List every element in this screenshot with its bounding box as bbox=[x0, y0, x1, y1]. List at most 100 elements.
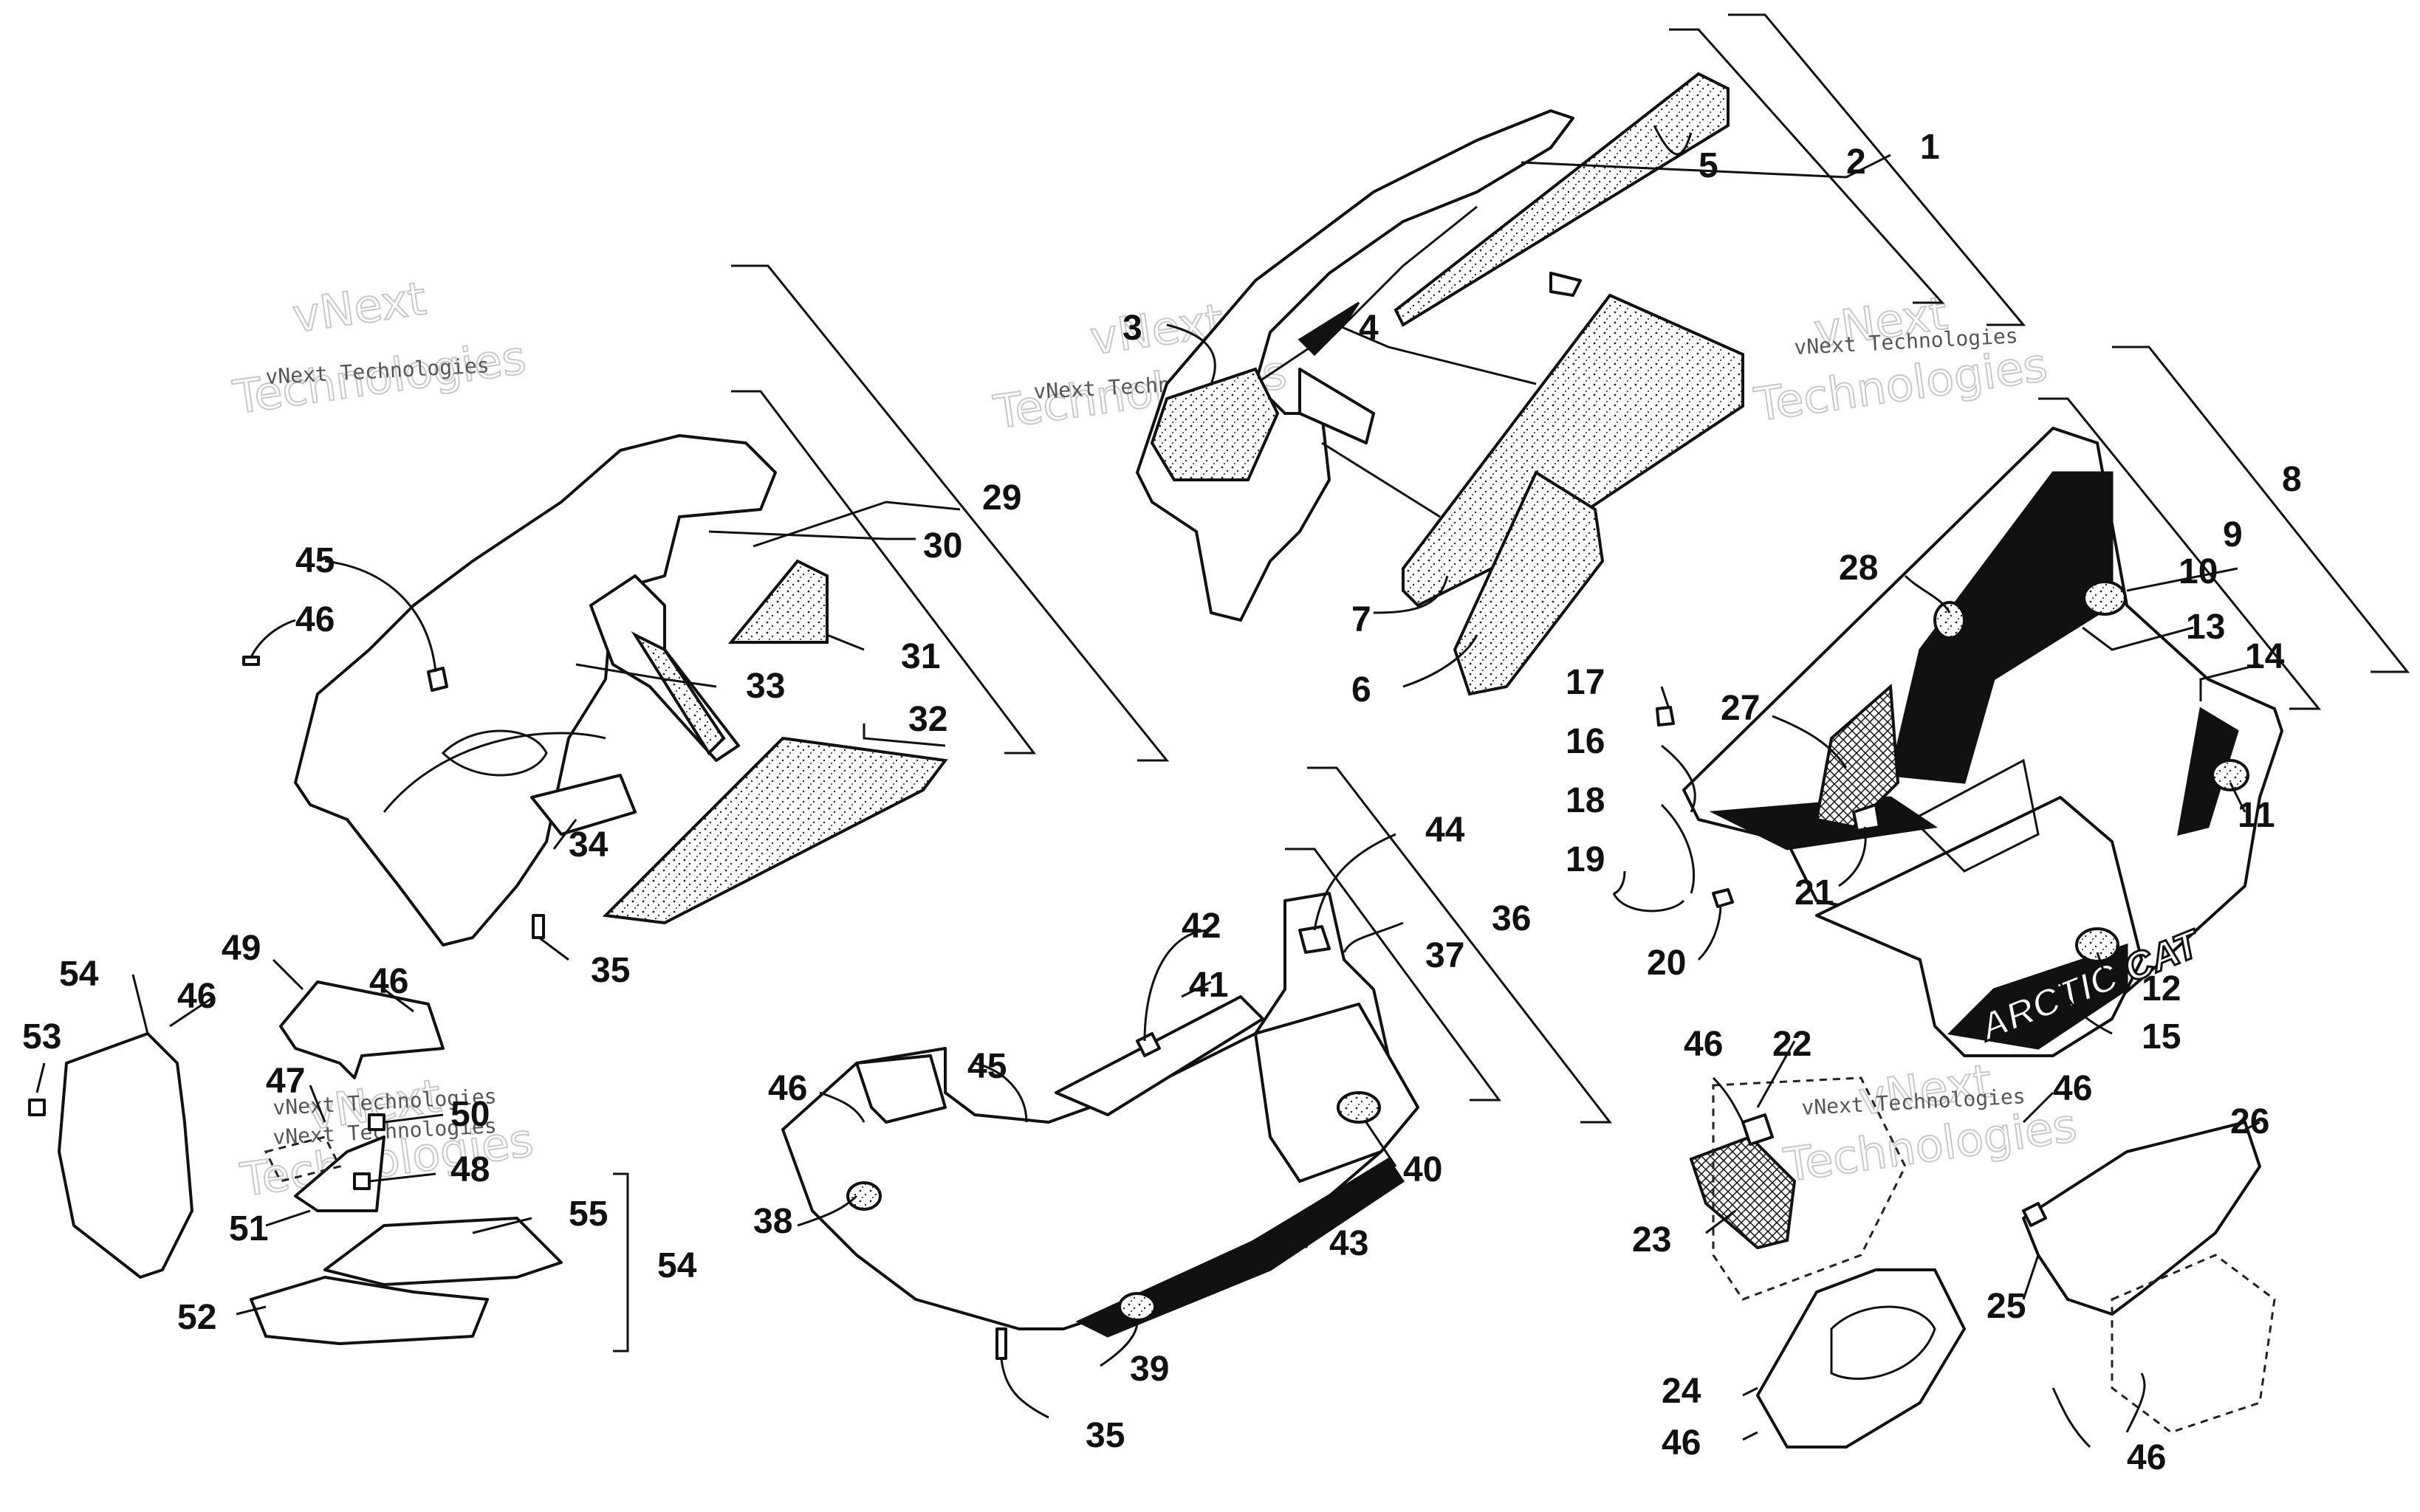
bumper-pad-12 bbox=[2075, 927, 2119, 963]
push-rivet-46 bbox=[242, 656, 260, 666]
callout-labels: 1 2 3 4 5 6 7 8 9 10 11 12 13 14 15 16 1… bbox=[22, 128, 2302, 1477]
clip-21 bbox=[1852, 803, 1881, 832]
callout-7: 7 bbox=[1351, 600, 1371, 639]
callout-35b: 35 bbox=[1086, 1416, 1125, 1455]
belly-pan-assembly bbox=[781, 892, 1419, 1360]
callout-8: 8 bbox=[2282, 460, 2302, 499]
small-brackets-assembly bbox=[28, 980, 563, 1345]
bracket-line-8 bbox=[2112, 346, 2410, 673]
bracket-line-36 bbox=[1307, 766, 1613, 1124]
inner-panel-assembly bbox=[242, 434, 948, 946]
callout-12: 12 bbox=[2142, 969, 2181, 1008]
callout-23: 23 bbox=[1632, 1220, 1671, 1260]
watermark-group-6: vNext Technologies vNext Technologies bbox=[1780, 1053, 2081, 1193]
callout-54-a: 54 bbox=[59, 955, 99, 994]
hood-edge bbox=[1255, 205, 1478, 385]
watermark-group-1: vNext Technologies vNext Technologies bbox=[229, 270, 530, 425]
foam-pad-6 bbox=[1453, 470, 1605, 696]
windshield-tab bbox=[1298, 368, 1375, 444]
callout-9: 9 bbox=[2223, 515, 2243, 554]
assembly-brackets bbox=[613, 13, 2410, 1353]
vent-cover-26 bbox=[2022, 1121, 2261, 1316]
vent-duct-24-inner bbox=[1830, 1305, 1936, 1380]
callout-2: 2 bbox=[1846, 142, 1866, 182]
callout-4: 4 bbox=[1359, 309, 1379, 348]
callout-55: 55 bbox=[569, 1195, 608, 1234]
hood-panel bbox=[1136, 109, 1574, 622]
callout-21: 21 bbox=[1795, 873, 1834, 913]
side-panel-stripe-side bbox=[2177, 707, 2239, 836]
foam-pad-31 bbox=[727, 559, 829, 644]
belly-pan-bracket-42 bbox=[1136, 1032, 1161, 1057]
vent-ghost-housing bbox=[1712, 1076, 1907, 1301]
side-panel bbox=[1682, 427, 2283, 1050]
foam-strip-32 bbox=[602, 736, 948, 925]
vent-assembly bbox=[1689, 1076, 2276, 1449]
callout-24: 24 bbox=[1662, 1372, 1701, 1411]
callout-13: 13 bbox=[2186, 608, 2225, 647]
callout-33: 33 bbox=[746, 667, 785, 706]
bracket-34 bbox=[530, 774, 637, 836]
callout-39: 39 bbox=[1130, 1350, 1169, 1389]
callout-34: 34 bbox=[569, 825, 609, 865]
bracket-line-9 bbox=[2038, 397, 2322, 710]
side-vent-mesh-27 bbox=[1814, 683, 1900, 829]
callout-28: 28 bbox=[1839, 549, 1878, 588]
callout-37: 37 bbox=[1425, 936, 1464, 975]
screw-48 bbox=[353, 1172, 371, 1190]
inner-panel-hole bbox=[441, 729, 548, 777]
leader-lines bbox=[35, 125, 2260, 1449]
callout-46-a: 46 bbox=[295, 600, 335, 639]
bracket-line-1 bbox=[1728, 13, 2026, 326]
screw-53 bbox=[28, 1099, 46, 1116]
callout-5: 5 bbox=[1699, 146, 1718, 185]
screw-20 bbox=[1712, 888, 1734, 908]
push-rivet-35 bbox=[532, 914, 545, 939]
bumper-pad-10 bbox=[2083, 580, 2127, 616]
callout-42: 42 bbox=[1182, 907, 1221, 946]
watermark-group-3: vNext Technologies vNext Technologies bbox=[1750, 285, 2051, 433]
hood-foam-front bbox=[1150, 367, 1280, 481]
callout-38: 38 bbox=[753, 1202, 792, 1241]
hood-clip bbox=[1549, 272, 1582, 297]
callout-27: 27 bbox=[1721, 689, 1760, 728]
callout-46-d: 46 bbox=[768, 1069, 807, 1108]
callout-19: 19 bbox=[1566, 840, 1605, 879]
inner-panel-ridge bbox=[383, 732, 606, 813]
belly-pan-box-46 bbox=[855, 1054, 947, 1124]
callout-31: 31 bbox=[901, 637, 940, 676]
foam-strip-5 bbox=[1394, 72, 1730, 327]
callout-10: 10 bbox=[2179, 552, 2218, 591]
callout-26: 26 bbox=[2230, 1102, 2269, 1141]
callout-17: 17 bbox=[1566, 663, 1605, 702]
callout-35: 35 bbox=[591, 951, 630, 990]
bracket-line-29 bbox=[731, 264, 1170, 762]
callout-20: 20 bbox=[1647, 944, 1686, 983]
bumper-pad-38 bbox=[846, 1181, 882, 1211]
side-panel-assembly: ARCTIC CAT bbox=[1612, 427, 2283, 1057]
side-panel-stripe-upper bbox=[1889, 471, 2114, 784]
callout-14: 14 bbox=[2245, 637, 2285, 676]
callout-41: 41 bbox=[1189, 966, 1228, 1005]
callout-49: 49 bbox=[222, 929, 261, 968]
push-rivet-35b bbox=[995, 1327, 1007, 1360]
callout-50: 50 bbox=[450, 1095, 490, 1134]
bracket-47-ghost bbox=[264, 1135, 342, 1183]
callout-47: 47 bbox=[266, 1062, 305, 1101]
clip-22 bbox=[1741, 1113, 1774, 1146]
bumper-pad-11 bbox=[2211, 759, 2249, 791]
callout-1: 1 bbox=[1920, 128, 1940, 167]
callout-44: 44 bbox=[1425, 811, 1465, 850]
callout-16: 16 bbox=[1566, 722, 1605, 761]
callout-22: 22 bbox=[1772, 1025, 1811, 1064]
callout-51: 51 bbox=[229, 1209, 268, 1248]
callout-46-h: 46 bbox=[2127, 1438, 2166, 1477]
bracket-49 bbox=[279, 980, 445, 1079]
callout-46-g: 46 bbox=[1662, 1423, 1701, 1463]
callout-46-c: 46 bbox=[369, 962, 408, 1001]
bracket-line-2 bbox=[1669, 28, 1945, 304]
callout-11: 11 bbox=[2238, 796, 2275, 835]
callout-43: 43 bbox=[1329, 1224, 1368, 1263]
inner-panel-29 bbox=[294, 434, 777, 946]
